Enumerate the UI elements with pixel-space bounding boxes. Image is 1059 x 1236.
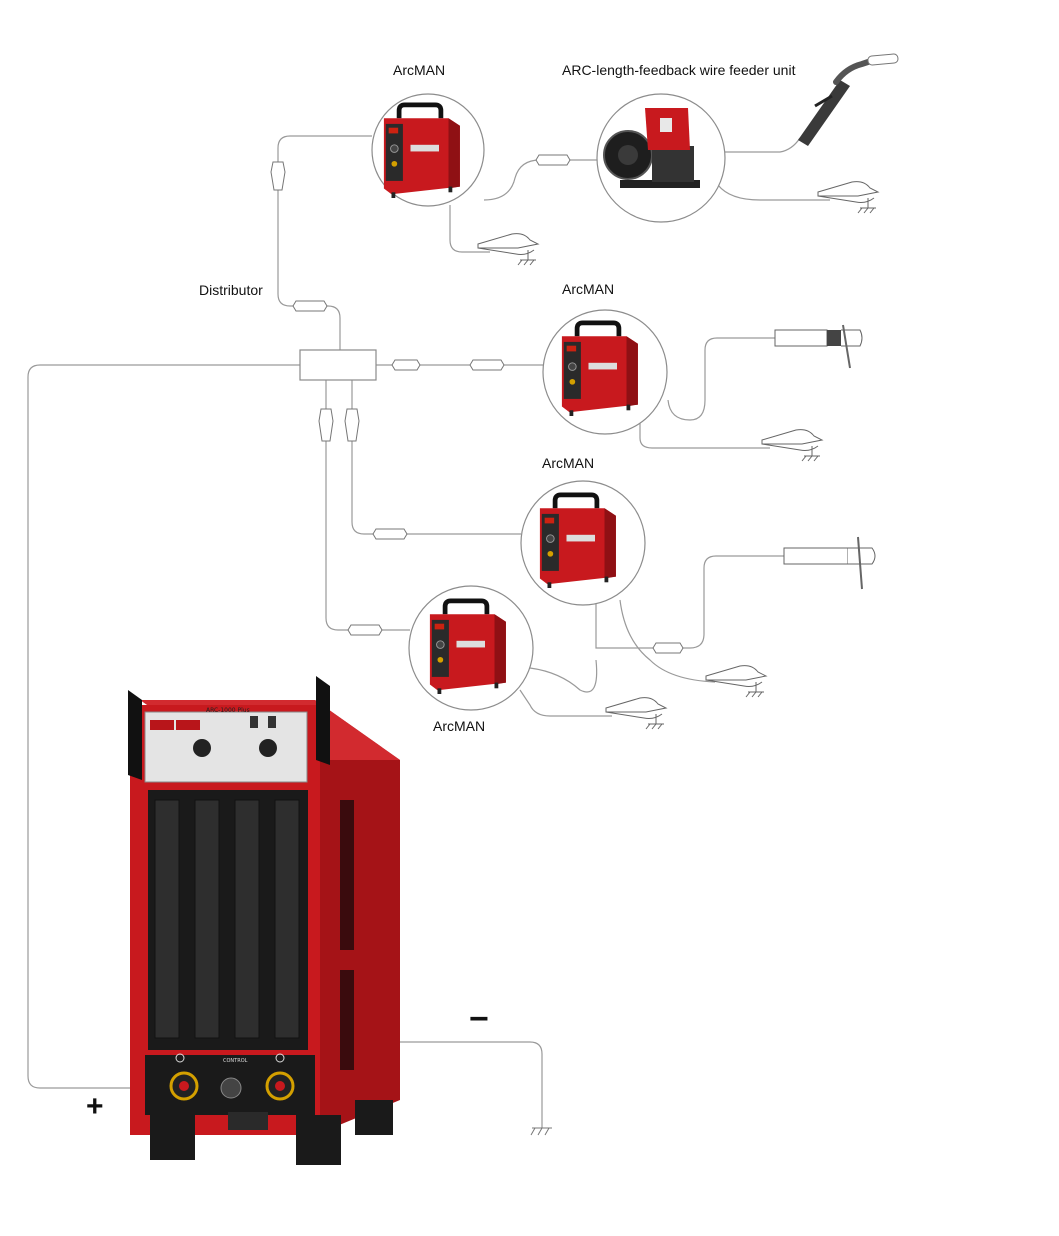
ground-clamp-icon	[817, 181, 879, 214]
cable-connectors	[270, 154, 684, 654]
earth-symbol-icon	[530, 1127, 552, 1136]
label-arcman-1: ArcMAN	[393, 62, 446, 78]
connector	[372, 528, 408, 540]
main-machine-model-text: ARC-1000 Plus	[206, 707, 250, 714]
arcman-unit-4	[408, 585, 534, 711]
mig-torch-icon	[798, 53, 899, 146]
distributor-box	[299, 349, 377, 381]
control-label: CONTROL	[223, 1058, 248, 1064]
ground-clamp-icon	[477, 233, 539, 266]
ground-clamp-icon	[705, 665, 767, 698]
connector	[469, 359, 505, 371]
connector	[391, 359, 421, 371]
cables	[27, 135, 830, 1128]
connector	[347, 624, 383, 636]
ground-clamp-icon	[761, 429, 823, 462]
ground-clamp-icon	[605, 697, 667, 730]
arcman-unit-1	[371, 93, 485, 207]
label-arcman-3: ArcMAN	[542, 455, 595, 471]
connector	[535, 154, 571, 166]
main-welding-machine	[128, 676, 400, 1165]
label-distributor: Distributor	[199, 282, 263, 298]
plus-terminal-sign: +	[86, 1090, 104, 1123]
label-arcman-2: ArcMAN	[562, 281, 615, 297]
connector	[292, 300, 328, 312]
connector	[270, 161, 286, 191]
connector	[344, 408, 360, 442]
connector	[318, 408, 334, 442]
arcman-unit-3	[520, 480, 646, 606]
wire-feeder-unit	[596, 93, 726, 223]
label-arcman-4: ArcMAN	[433, 718, 486, 734]
electrode-holder-icon	[774, 324, 863, 369]
label-wire-feeder: ARC-length-feedback wire feeder unit	[562, 62, 796, 78]
minus-terminal-sign: −	[469, 1000, 489, 1038]
connector	[652, 642, 684, 654]
electrode-holder-icon	[783, 536, 876, 590]
arcman-unit-2	[542, 309, 668, 435]
